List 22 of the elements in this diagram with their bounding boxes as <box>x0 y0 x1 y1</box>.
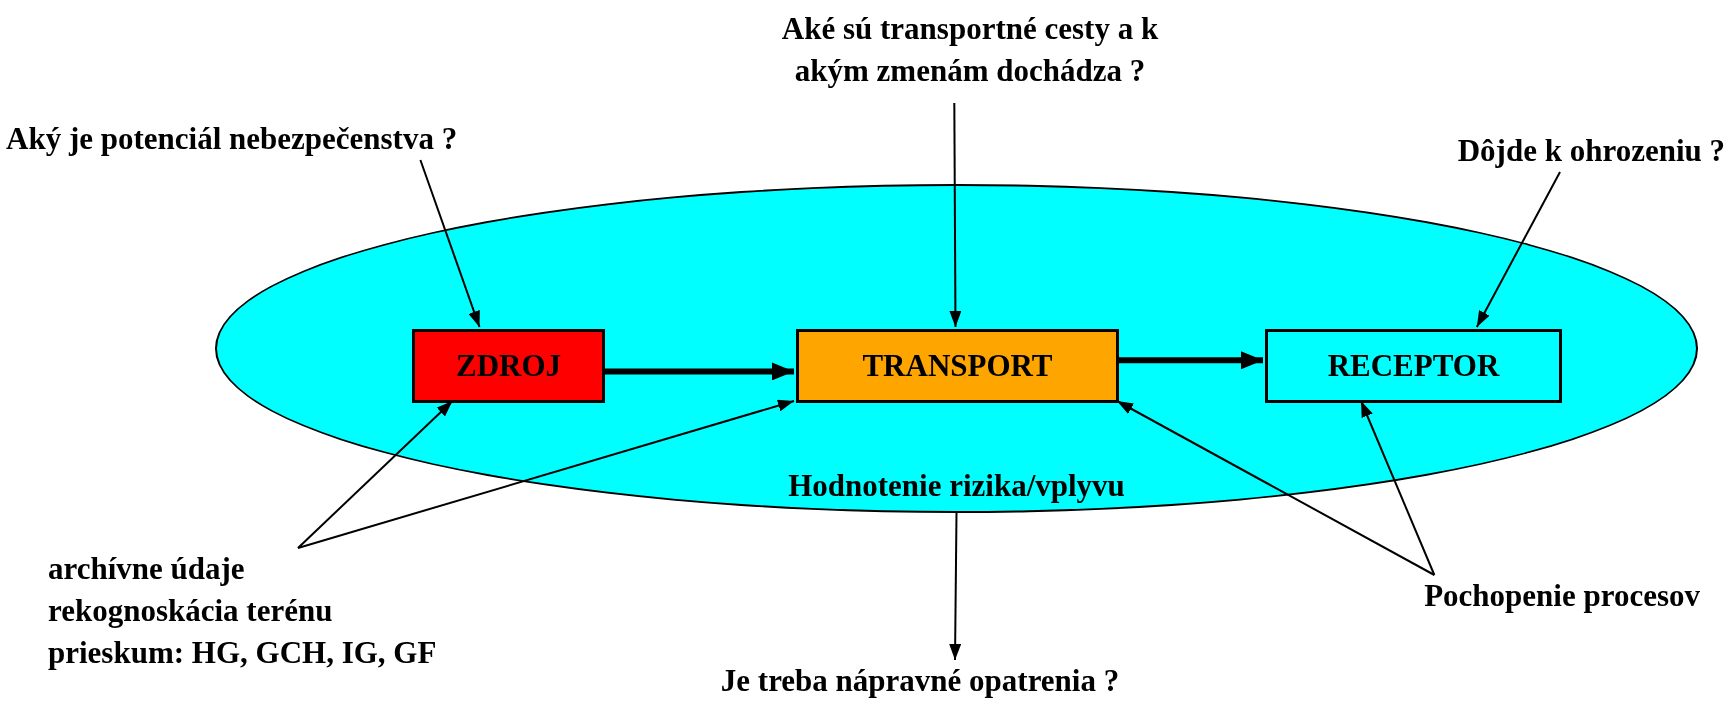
region-label: Hodnotenie rizika/vplyvu <box>788 467 1125 505</box>
transport-box: TRANSPORT <box>796 329 1119 403</box>
list-item-text: rekognoskácia terénu <box>48 592 334 630</box>
list-item-text: prieskum: HG, GCH, IG, GF <box>48 634 438 672</box>
arrow <box>419 159 481 328</box>
question-text: Aké sú transportné cesty a k akým zmenám dochádza ? <box>774 8 1166 103</box>
source-box: ZDROJ <box>412 329 605 403</box>
arrow <box>1116 400 1436 576</box>
arrow <box>949 102 962 328</box>
arrow <box>1360 400 1436 576</box>
receptor-box: RECEPTOR <box>1265 329 1562 403</box>
arrow <box>297 400 454 549</box>
arrow <box>949 512 962 661</box>
arrow <box>1475 171 1561 328</box>
arrow <box>1117 351 1263 370</box>
question-text: Aký je potenciál nebezpečenstva ? <box>6 118 566 160</box>
arrow <box>603 362 794 381</box>
arrow <box>297 399 795 549</box>
question-text: Pochopenie procesov <box>1355 575 1700 617</box>
question-text: Je treba nápravné opatrenia ? <box>670 660 1170 700</box>
list-item-text: archívne údaje <box>48 550 246 588</box>
question-text: Dôjde k ohrozeniu ? <box>1395 130 1725 172</box>
